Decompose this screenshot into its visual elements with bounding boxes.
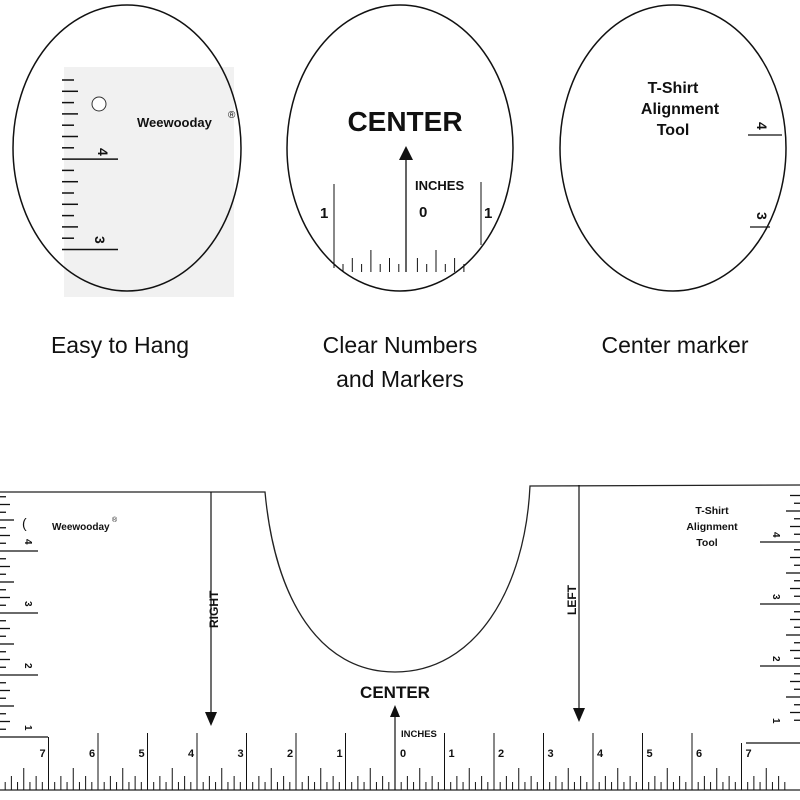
hang-hole-icon [91,96,107,112]
ruler-number: 4 [597,748,604,760]
ruler-number: 2 [22,663,33,669]
brand-name: Weewooday [137,115,213,130]
feature-caption-center-marker: Center marker [545,328,800,362]
ruler-numbers: 1 1 2 2 3 3 4 4 5 5 6 6 7 7 0 4 4 3 3 2 2 1 1 [22,532,781,760]
ruler-number: 7 [746,748,752,760]
ruler-number: 6 [696,748,702,760]
label-line: Alignment [641,101,720,118]
arrow-down-icon [205,712,217,726]
inches-label: INCHES [401,729,437,740]
detail-product-label: T-Shirt Alignment Tool 4 3 [559,4,787,292]
caption-line: Center marker [601,332,749,358]
ruler-number: 1 [449,748,455,760]
ruler-number: 6 [89,748,95,760]
ruler-number: 3 [22,601,33,607]
arrow-up-icon [390,705,400,717]
ruler-number: 0 [400,748,406,760]
ruler-number: 2 [770,656,781,662]
ruler-number: 2 [498,748,504,760]
neck-curve [0,484,800,673]
arrow-up-icon [399,146,413,160]
registered-mark: ® [112,516,118,524]
ruler-number: 1 [337,748,343,760]
vertical-number: 3 [754,212,770,220]
ruler-number: 1 [770,718,781,724]
ruler-number: 7 [40,748,46,760]
ruler-number: 3 [770,594,781,600]
ruler-number: 4 [770,532,781,538]
center-label: CENTER [347,106,462,137]
ruler-number: 5 [139,748,145,760]
vertical-number: 4 [754,122,770,130]
caption-line: Easy to Hang [50,332,190,358]
label-line: T-Shirt [695,505,729,517]
caption-line: and Markers [336,366,464,392]
inches-label: INCHES [415,178,464,193]
detail-hang-hole: Weewooday ® 4 3 [12,4,242,297]
ruler-number: 3 [548,748,554,760]
center-label: CENTER [360,683,430,702]
number: 1 [484,205,492,222]
label-line: Tool [657,122,690,139]
ruler-number: 1 [22,725,33,731]
ruler-number: 5 [647,748,653,760]
ruler-number: 4 [22,539,33,545]
label-line: Alignment [686,521,738,533]
ruler-number: 3 [238,748,244,760]
label-line: T-Shirt [648,80,699,97]
right-label: RIGHT [207,590,221,628]
feature-caption-easy-to-hang: Easy to Hang [0,328,250,362]
number: 1 [320,205,328,222]
number: 0 [419,204,427,221]
vertical-number: 3 [92,236,108,244]
ruler-ticks [62,79,118,251]
caption-line: Clear Numbers [322,332,478,358]
ruler-ticks [342,250,465,272]
vertical-number: 4 [95,148,111,156]
ruler-ticks [0,494,800,790]
registered-mark: ® [228,110,236,121]
hang-hole-icon: ( [22,515,27,531]
left-label: LEFT [565,584,579,615]
brand-name: Weewooday [52,522,110,533]
label-line: Tool [696,537,717,549]
alignment-ruler: 1 1 2 2 3 3 4 4 5 5 6 6 7 7 0 4 4 3 3 2 2 1 1 ( Weewooday ® T-… [0,484,800,791]
ruler-number: 2 [287,748,293,760]
detail-center: CENTER INCHES 1 0 1 [286,4,514,292]
arrow-down-icon [573,708,585,722]
feature-caption-clear-numbers: Clear Numbers and Markers [270,328,530,396]
ruler-number: 4 [188,748,195,760]
